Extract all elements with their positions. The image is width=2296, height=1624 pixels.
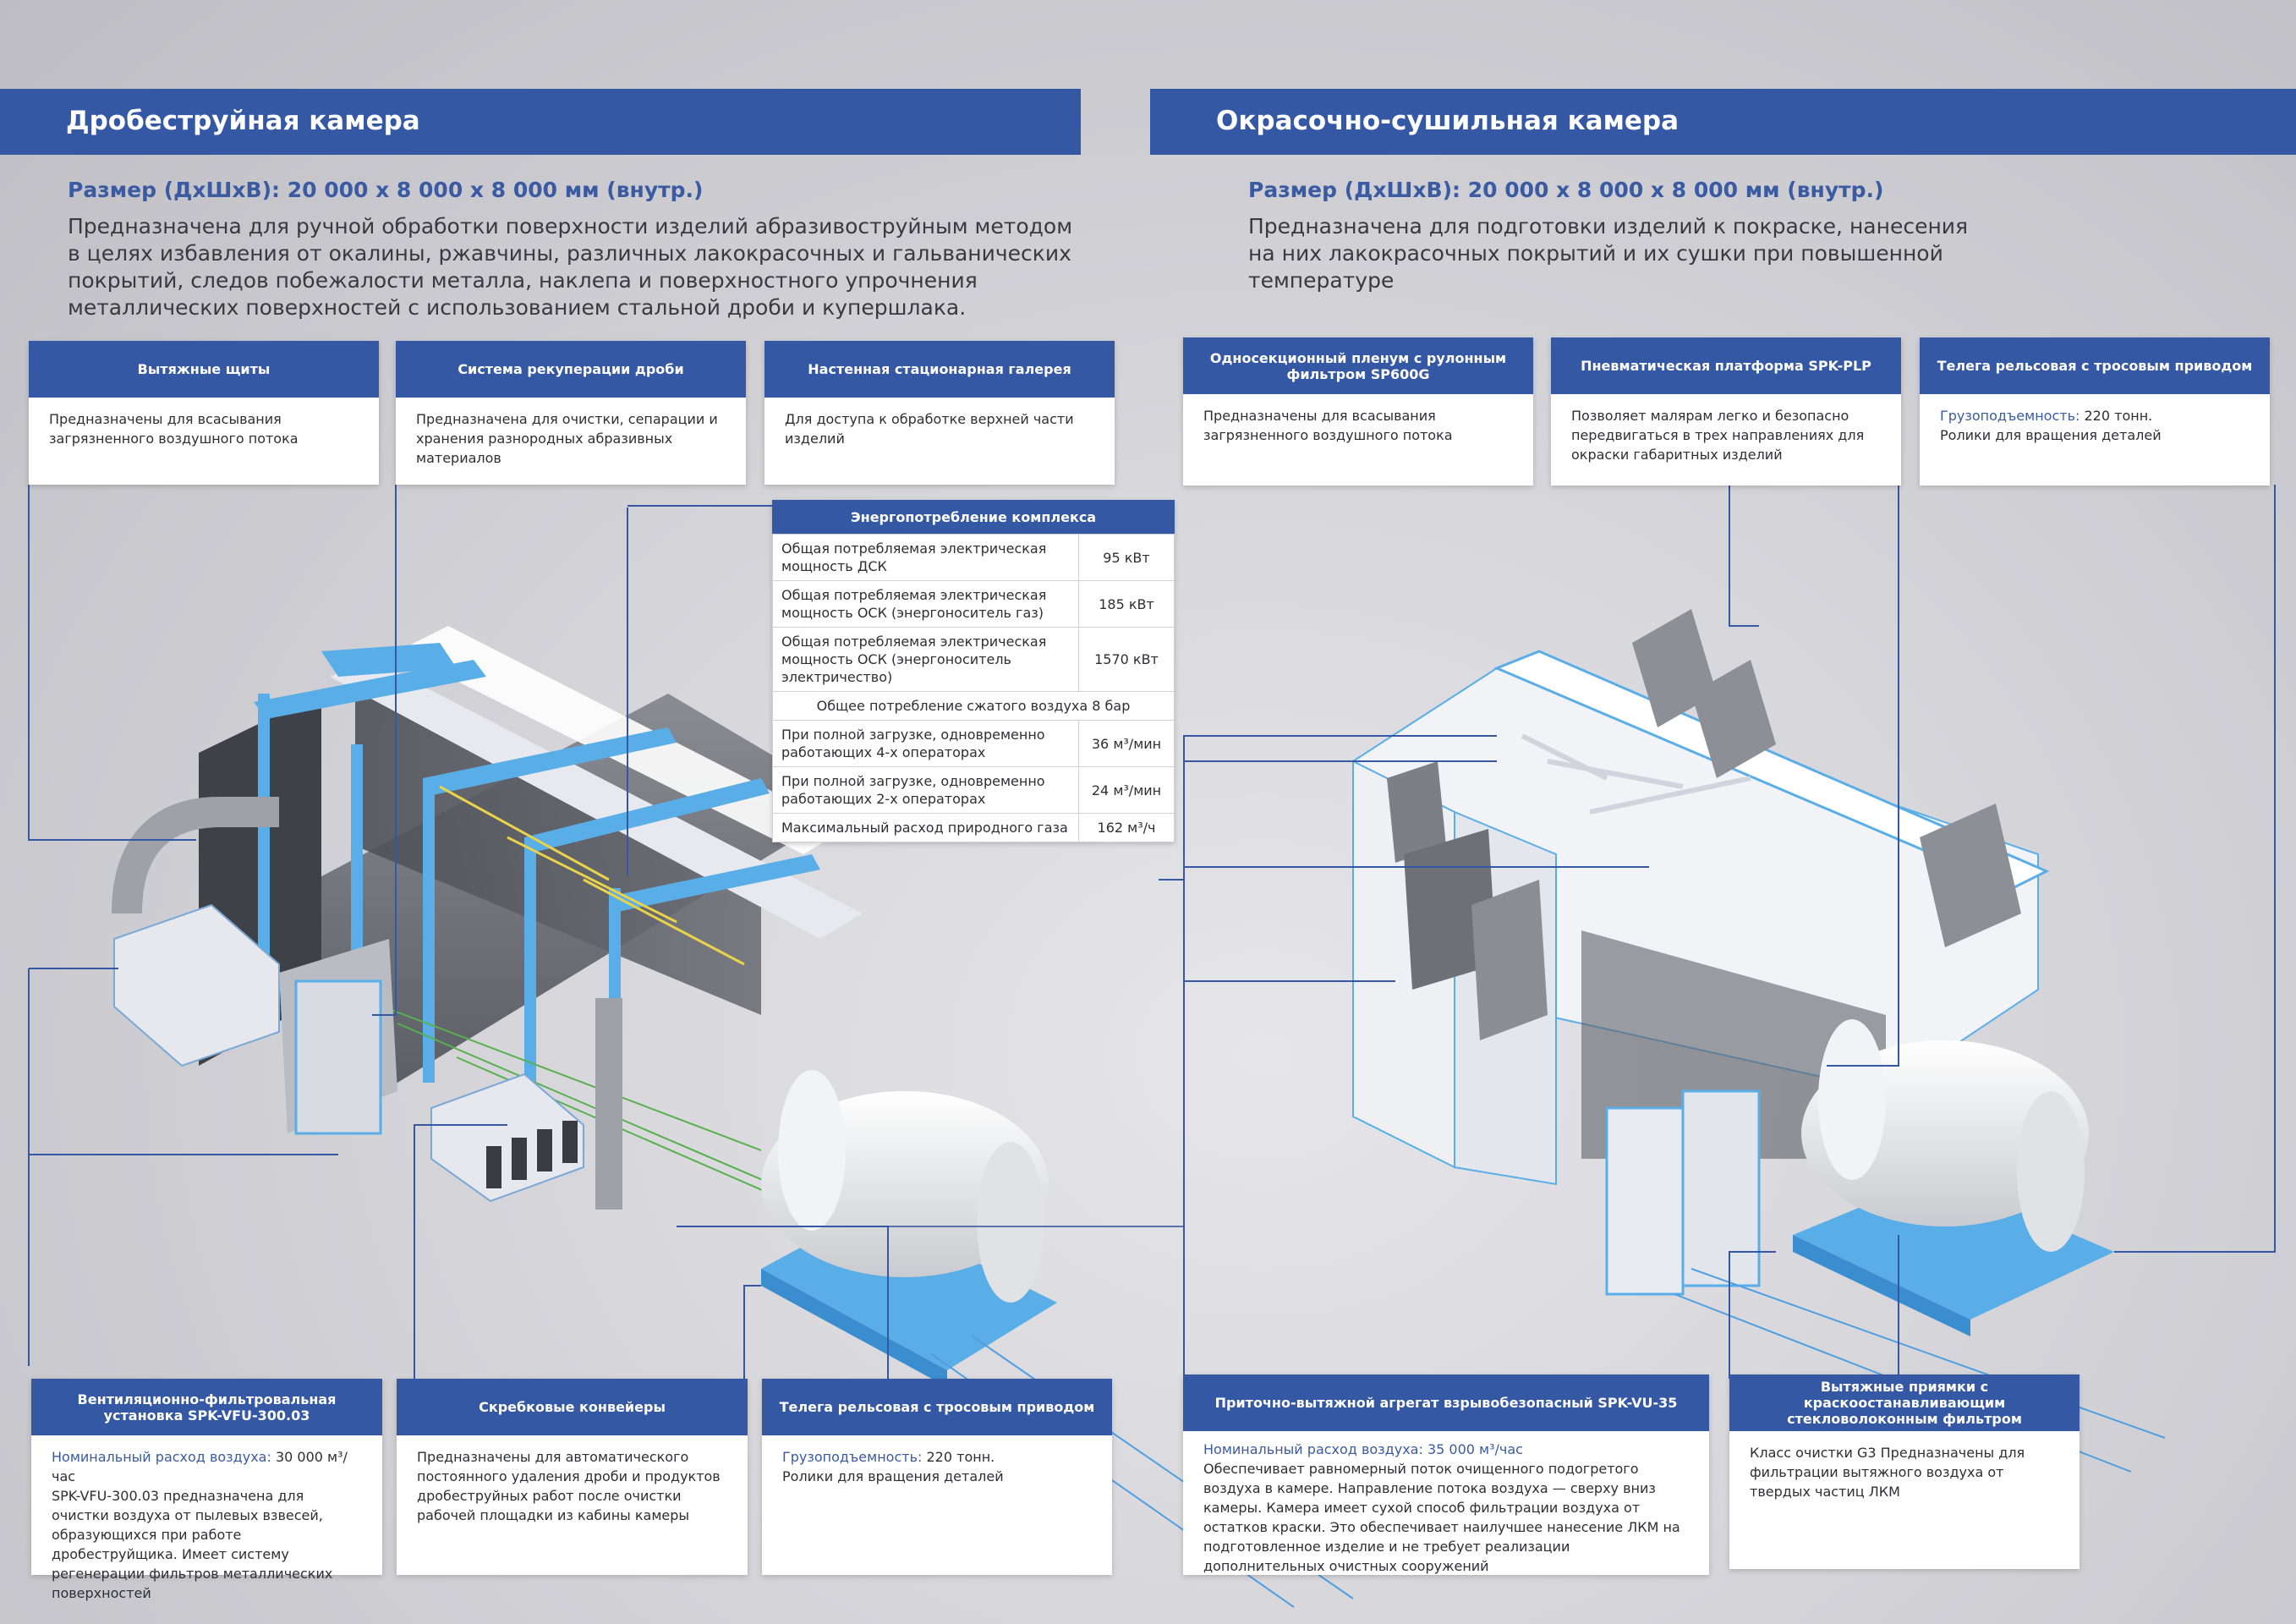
- card-body: Номинальный расход воздуха: 35 000 м³/ча…: [1203, 1441, 1680, 1574]
- card-body: Позволяет малярам легко и безопасно пере…: [1571, 408, 1865, 463]
- right-description: Предназначена для подготовки изделий к п…: [1248, 214, 1969, 293]
- card-title: Настенная стационарная галерея: [764, 341, 1115, 398]
- card-supply-exhaust-unit: Приточно-вытяжной агрегат взрывобезопасн…: [1183, 1374, 1709, 1575]
- left-section-header: Дробеструйная камера: [0, 89, 1081, 155]
- card-title: Односекционный пленум с рулонным фильтро…: [1183, 337, 1533, 394]
- table-row: Общее потребление сжатого воздуха 8 бар: [772, 691, 1175, 721]
- card-body: Предназначены для всасывания загрязненно…: [1203, 408, 1453, 443]
- card-title: Вытяжные щиты: [29, 341, 379, 398]
- card-plenum-filter: Односекционный пленум с рулонным фильтро…: [1183, 337, 1533, 486]
- card-title: Система рекуперации дроби: [396, 341, 746, 398]
- energy-table-title: Энергопотребление комплекса: [772, 500, 1175, 534]
- card-body: Предназначены для всасывания загрязненно…: [49, 411, 299, 447]
- shot-blast-chamber-drawing: [112, 626, 1354, 1608]
- left-description: Предназначена для ручной обработки повер…: [68, 214, 1073, 320]
- card-body: Грузоподъемность: 220 тонн. Ролики для в…: [782, 1449, 1004, 1484]
- left-section-title: Дробеструйная камера: [66, 106, 420, 136]
- left-size: Размер (ДхШхВ): 20 000 х 8 000 х 8 000 м…: [68, 178, 704, 202]
- card-body: Предназначена для очистки, сепарации и х…: [416, 411, 718, 466]
- right-section-header: Окрасочно-сушильная камера: [1150, 89, 2296, 155]
- energy-table: Энергопотребление комплекса Общая потреб…: [772, 500, 1175, 842]
- card-wall-gallery: Настенная стационарная галерея Для досту…: [764, 341, 1115, 485]
- card-title: Скребковые конвейеры: [397, 1379, 748, 1435]
- table-row: Общая потребляемая электрическая мощност…: [772, 627, 1175, 692]
- card-title: Пневматическая платформа SPK-PLP: [1551, 337, 1901, 394]
- card-rail-cart-left: Телега рельсовая с тросовым приводом Гру…: [762, 1379, 1112, 1575]
- card-body: Предназначены для автоматического постоя…: [417, 1449, 721, 1523]
- card-pneumatic-platform: Пневматическая платформа SPK-PLP Позволя…: [1551, 337, 1901, 486]
- painting-chamber-drawing: [1352, 609, 2166, 1473]
- card-body: Для доступа к обработке верхней части из…: [785, 411, 1074, 447]
- right-size: Размер (ДхШхВ): 20 000 х 8 000 х 8 000 м…: [1248, 178, 1884, 202]
- table-row: Общая потребляемая электрическая мощност…: [772, 580, 1175, 628]
- card-shot-recovery: Система рекуперации дроби Предназначена …: [396, 341, 746, 485]
- card-ventilation-filter-unit: Вентиляционно-фильтровальная установка S…: [31, 1379, 382, 1601]
- card-body: Грузоподъемность: 220 тонн. Ролики для в…: [1940, 408, 2162, 443]
- right-section-title: Окрасочно-сушильная камера: [1216, 106, 1680, 136]
- card-title: Телега рельсовая с тросовым приводом: [1920, 337, 2270, 394]
- card-exhaust-pits: Вытяжные приямки с краскоостанавливающим…: [1729, 1374, 2080, 1569]
- card-body: Номинальный расход воздуха: 30 000 м³/ча…: [52, 1449, 348, 1601]
- card-rail-cart-right: Телега рельсовая с тросовым приводом Гру…: [1920, 337, 2270, 486]
- table-row: Общая потребляемая электрическая мощност…: [772, 534, 1175, 581]
- card-body: Класс очистки G3 Предназначены для фильт…: [1750, 1445, 2025, 1500]
- card-title: Вытяжные приямки с краскоостанавливающим…: [1729, 1374, 2080, 1431]
- table-row: При полной загрузке, одновременно работа…: [772, 720, 1175, 767]
- card-exhaust-shields: Вытяжные щиты Предназначены для всасыван…: [29, 341, 379, 485]
- card-title: Вентиляционно-фильтровальная установка S…: [31, 1379, 382, 1435]
- card-scraper-conveyors: Скребковые конвейеры Предназначены для а…: [397, 1379, 748, 1575]
- card-title: Телега рельсовая с тросовым приводом: [762, 1379, 1112, 1435]
- card-title: Приточно-вытяжной агрегат взрывобезопасн…: [1183, 1374, 1709, 1431]
- table-row: При полной загрузке, одновременно работа…: [772, 766, 1175, 814]
- leader-lines: [28, 485, 2276, 1379]
